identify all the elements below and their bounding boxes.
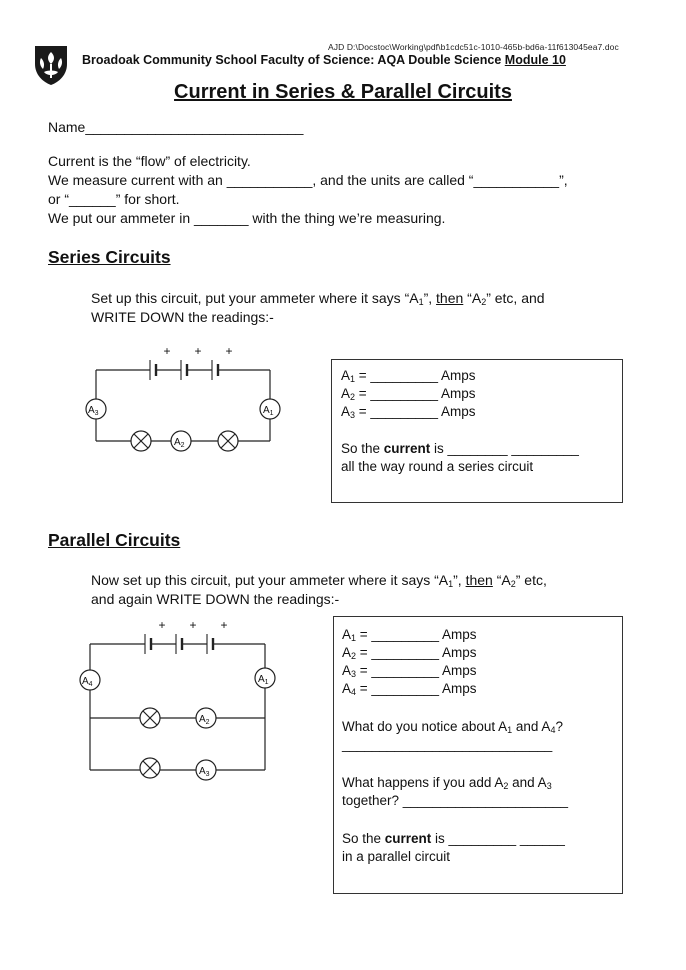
name-field-line: Name____________________________ [48,119,304,135]
cell-plus-sign: + [158,618,165,632]
reading-letter: A [341,404,351,419]
reading-blank: = _________ Amps [355,368,476,383]
series-reading-a1: A1 = _________ Amps [341,368,476,384]
parallel-conclusion-1: So the current is _________ ______ [342,831,565,846]
cell-plus-sign: + [225,344,232,358]
intro-line-4: We put our ammeter in _______ with the t… [48,210,446,226]
question-text: and A [508,775,547,790]
reading-letter: A [341,386,351,401]
conclusion-bold: current [384,831,432,846]
reading-letter: A [342,645,352,660]
ammeter-a4-label: A4 [82,676,93,688]
ammeter-a3-label: A3 [88,405,99,417]
parallel-instr-sub2: 2 [510,579,516,589]
parallel-instruction-2: and again WRITE DOWN the readings:- [91,591,340,607]
series-heading: Series Circuits [48,247,171,267]
module-label: Module 10 [504,53,566,67]
intro-line-1: Current is the “flow” of electricity. [48,153,251,169]
series-instr-sub1: 1 [418,297,424,307]
reading-sub: 2 [350,392,356,402]
ammeter-a2-label: A2 [174,437,185,449]
ammeter-a2-label: A2 [199,714,210,726]
school-name: Broadoak Community School Faculty of Sci… [82,53,502,67]
series-instr-text: Set up this circuit, put your ammeter wh… [91,290,419,306]
parallel-instr-text: “A [492,572,511,588]
reading-letter: A [342,663,352,678]
ammeter-a1-label: A1 [263,405,274,417]
question-add: What happens if you add A2 and A3 [342,775,552,791]
question-text: What happens if you add A [342,775,504,790]
reading-sub: 1 [350,374,356,384]
question-text: ? [555,719,563,734]
reading-sub: 2 [351,651,357,661]
series-instruction-2: WRITE DOWN the readings:- [91,309,274,325]
file-path: AJD D:\Docstoc\Working\pdf\b1cdc51c-1010… [328,42,619,52]
parallel-reading-a2: A2 = _________ Amps [342,645,477,661]
ammeter-a3-label: A3 [199,766,210,778]
series-reading-a2: A2 = _________ Amps [341,386,476,402]
series-instr-sub2: 2 [481,297,487,307]
reading-blank: = _________ Amps [356,681,477,696]
series-reading-a3: A3 = _________ Amps [341,404,476,420]
conclusion-text: So the [342,831,385,846]
series-circuit-diagram: + + + A3 A1 A2 [85,344,281,452]
series-instr-then: then [436,290,464,306]
intro-line-2: We measure current with an ___________, … [48,172,568,188]
conclusion-bold: current [383,441,431,456]
series-conclusion-1: So the current is ________ _________ [341,441,579,456]
series-instr-text: ”, [423,290,437,306]
conclusion-text: So the [341,441,384,456]
question-sub: 1 [507,725,513,735]
parallel-reading-a4: A4 = _________ Amps [342,681,477,697]
question-text: What do you notice about A [342,719,508,734]
reading-blank: = _________ Amps [356,645,477,660]
reading-sub: 3 [350,410,356,420]
series-instr-text: ” etc, and [486,290,545,306]
reading-letter: A [342,681,352,696]
reading-letter: A [341,368,351,383]
intro-line-3: or “______” for short. [48,191,180,207]
cell-plus-sign: + [189,618,196,632]
reading-sub: 1 [351,633,357,643]
school-crest-icon [35,46,67,85]
question-sub: 4 [550,725,556,735]
cell-plus-sign: + [163,344,170,358]
series-conclusion-2: all the way round a series circuit [341,459,534,474]
conclusion-blank: is _________ ______ [431,831,565,846]
ammeter-a1-label: A1 [258,674,269,686]
parallel-instr-text: ”, [453,572,466,588]
question-sub: 3 [546,781,552,791]
series-instr-text: “A [463,290,482,306]
parallel-circuit-diagram: + + + A4 A1 A2 A3 [79,618,276,781]
page-title: Current in Series & Parallel Circuits [174,81,512,103]
reading-sub: 4 [351,687,357,697]
parallel-conclusion-2: in a parallel circuit [342,849,451,864]
school-heading: Broadoak Community School Faculty of Sci… [82,53,566,67]
cell-plus-sign: + [194,344,201,358]
series-answer-box: A1 = _________ Amps A2 = _________ Amps … [331,359,623,503]
parallel-answer-box: A1 = _________ Amps A2 = _________ Amps … [333,616,623,894]
reading-blank: = _________ Amps [355,404,476,419]
reading-blank: = _________ Amps [355,386,476,401]
parallel-instr-then: then [465,572,493,588]
reading-blank: = _________ Amps [356,627,477,642]
parallel-reading-a3: A3 = _________ Amps [342,663,477,679]
series-instruction-1: Set up this circuit, put your ammeter wh… [91,290,545,307]
question-add-answer-line: together? ______________________ [342,793,568,808]
parallel-instr-text: ” etc, [515,572,547,588]
question-sub: 2 [503,781,509,791]
question-notice: What do you notice about A1 and A4? [342,719,563,735]
question-notice-answer-line: ____________________________ [342,737,553,752]
cell-plus-sign: + [220,618,227,632]
parallel-instruction-1: Now set up this circuit, put your ammete… [91,572,547,589]
reading-sub: 3 [351,669,357,679]
parallel-heading: Parallel Circuits [48,530,181,550]
parallel-instr-sub1: 1 [448,579,454,589]
conclusion-blank: is ________ _________ [430,441,579,456]
parallel-instr-text: Now set up this circuit, put your ammete… [91,572,449,588]
reading-letter: A [342,627,352,642]
reading-blank: = _________ Amps [356,663,477,678]
parallel-reading-a1: A1 = _________ Amps [342,627,477,643]
question-text: and A [512,719,551,734]
